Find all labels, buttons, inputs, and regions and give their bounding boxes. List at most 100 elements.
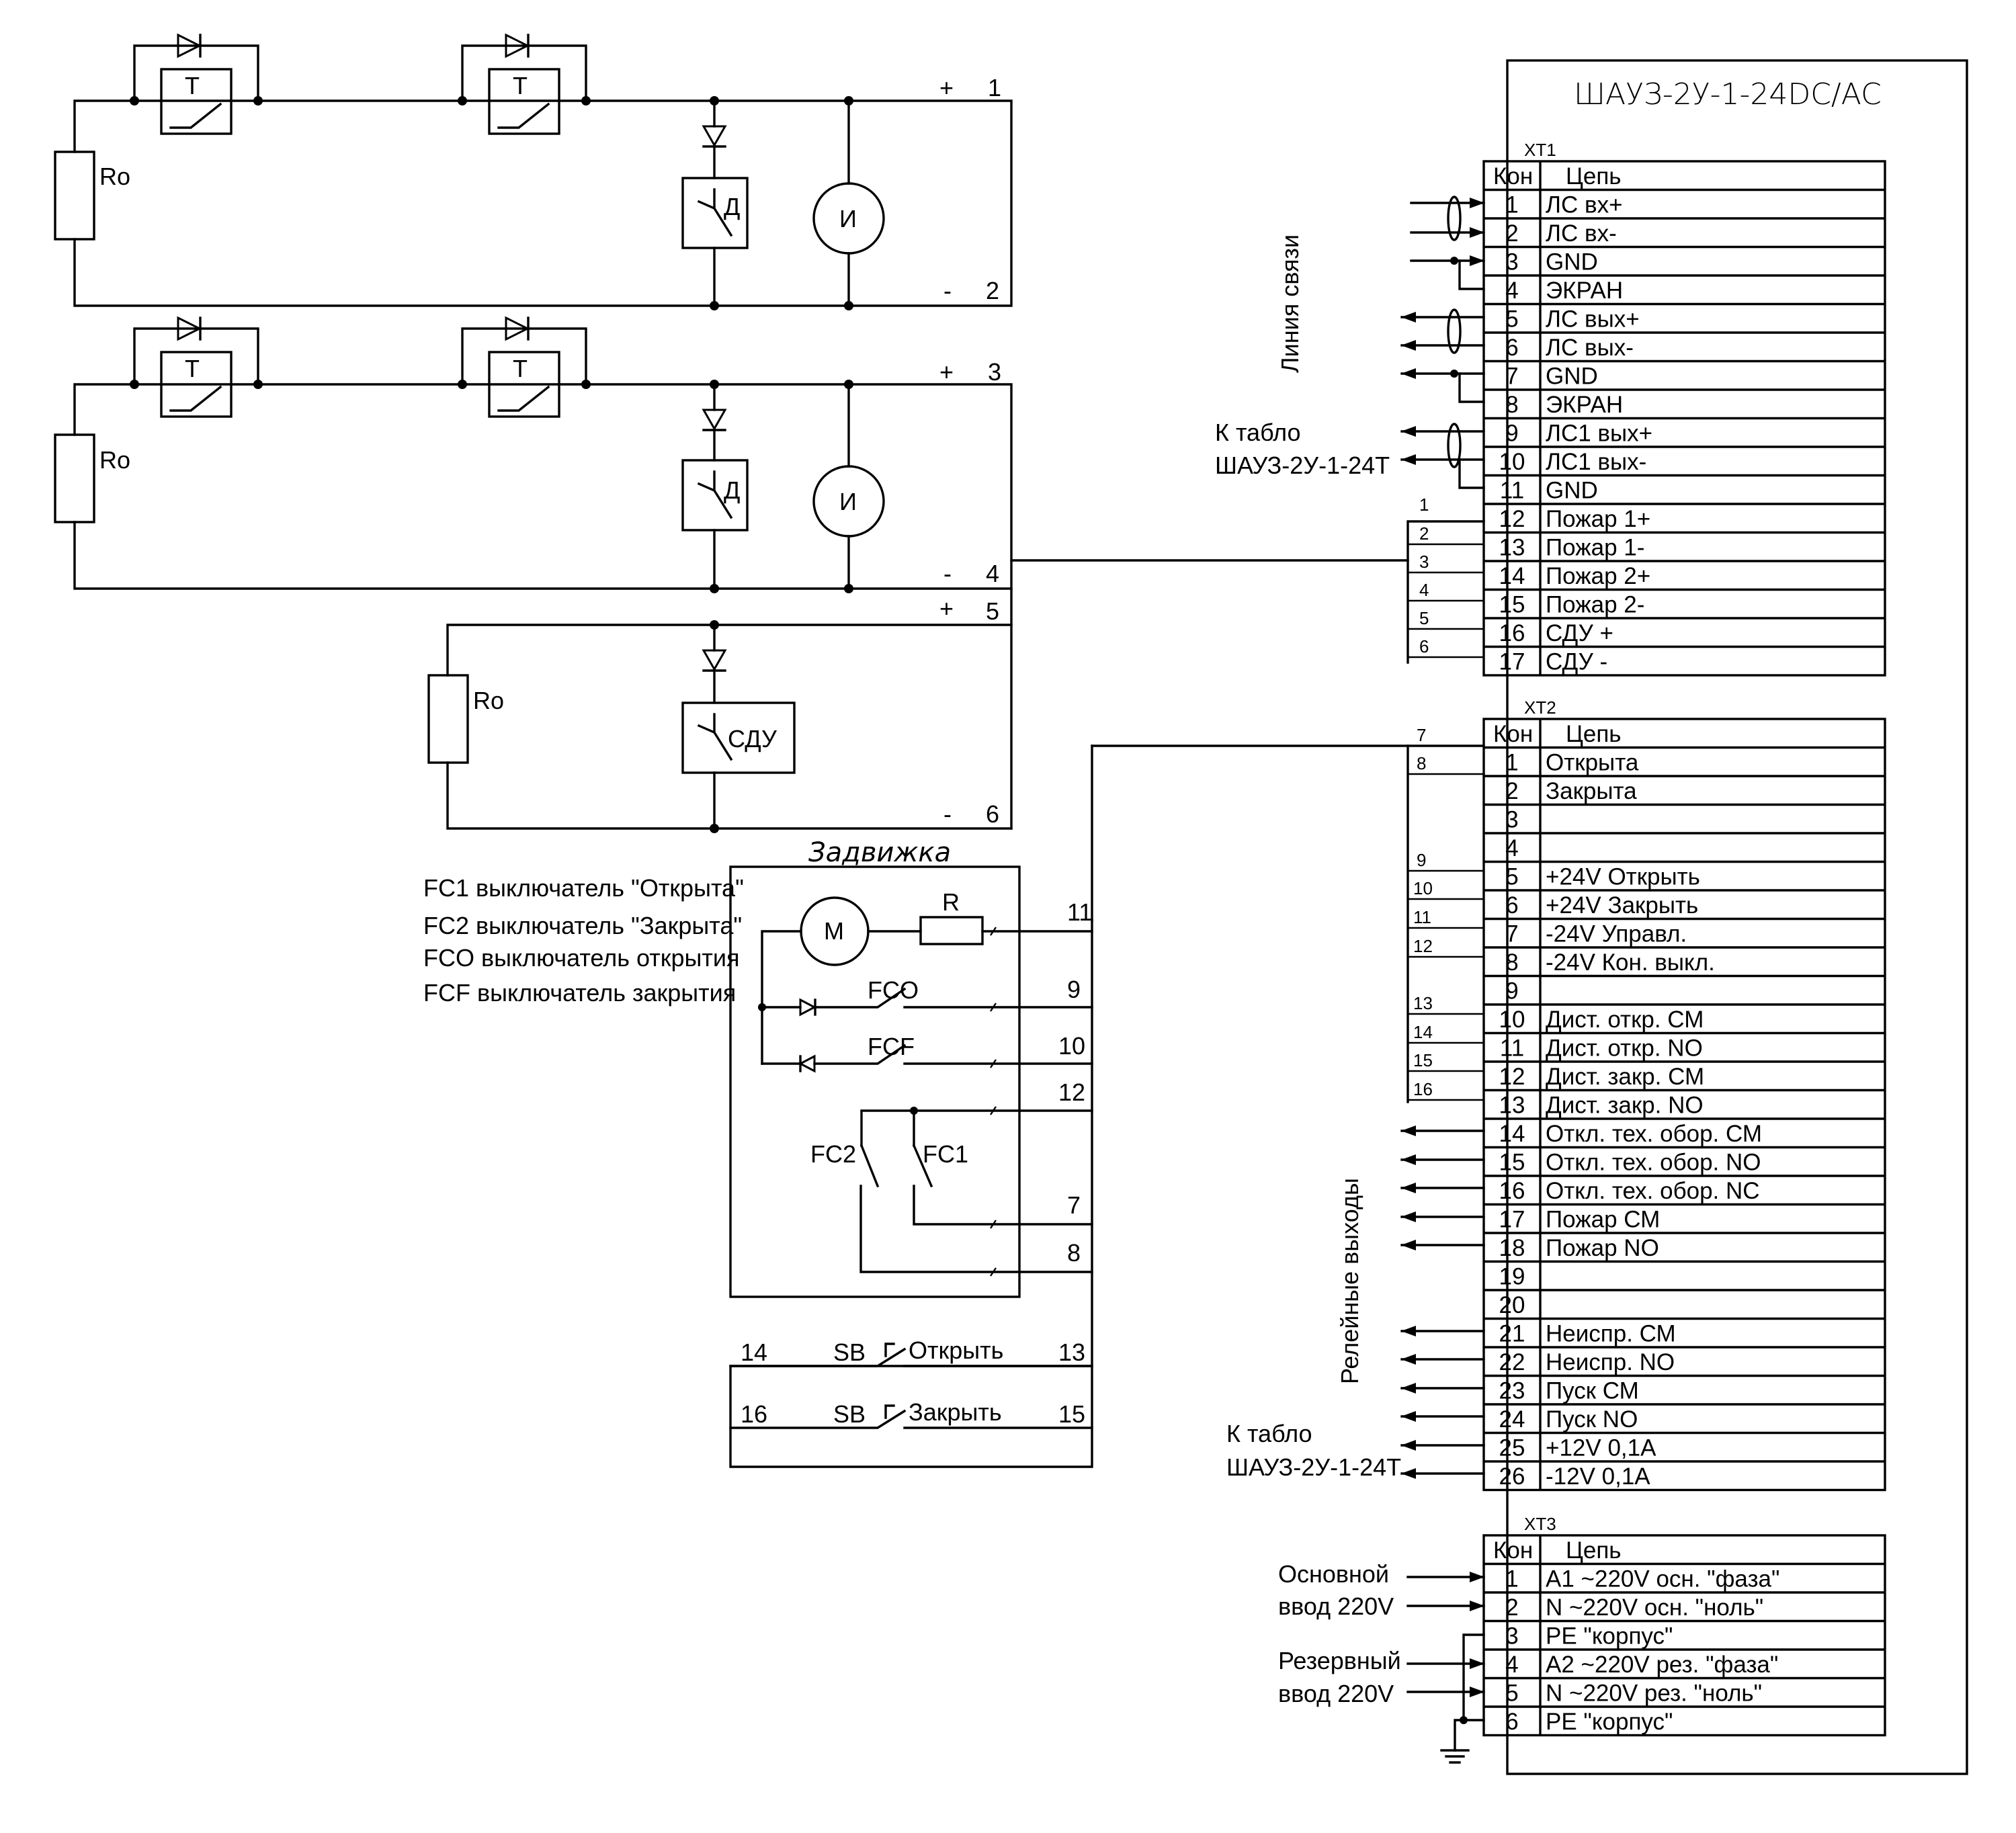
panel-model-label-1: ШАУЗ-2У-1-24Т [1215, 452, 1390, 479]
valve-terminal: 12 [1058, 1078, 1085, 1106]
sdu-loop: Ro СДУ + 5 - 6 [427, 587, 1013, 833]
valve-terminal: 11 [1067, 898, 1092, 926]
terminal-number: 4 [1505, 835, 1518, 861]
terminal-number: 20 [1499, 1292, 1525, 1318]
manual-label: И [839, 205, 857, 232]
terminal-circuit: A2 ~220V рез. "фаза" [1546, 1652, 1778, 1678]
terminal-number: 25 [1499, 1435, 1525, 1461]
terminal-number: 16 [1499, 620, 1525, 646]
terminal-circuit: -24V Управл. [1546, 921, 1687, 947]
link-number: 2 [1419, 523, 1429, 544]
link-number: 16 [1413, 1079, 1433, 1099]
plus-sign: + [939, 358, 954, 386]
terminal-number: 7 [1505, 921, 1518, 947]
fcf-label: FCF [868, 1033, 915, 1060]
loop-terminal-2: 2 [986, 277, 999, 304]
loop-terminal-3: 3 [988, 358, 1001, 386]
terminal-circuit: ЛС вх- [1546, 220, 1617, 247]
terminal-circuit: Дист. закр. NO [1546, 1093, 1704, 1119]
ro-label-1: Ro [99, 163, 130, 190]
link-number: 8 [1417, 753, 1426, 773]
valve-terminal: 8 [1067, 1239, 1081, 1267]
header-cep: Цепь [1566, 163, 1622, 189]
terminal-circuit: Дист. откр. СМ [1546, 1007, 1704, 1033]
valve-title: Задвижка [808, 837, 951, 868]
button-terminal: 13 [1058, 1338, 1085, 1366]
terminal-number: 8 [1505, 949, 1518, 976]
loop-terminal-6: 6 [986, 800, 999, 828]
manual-call-point-1 [812, 182, 885, 255]
terminal-circuit: Неиспр. NO [1546, 1349, 1675, 1375]
header-kon: Кон [1493, 163, 1533, 189]
terminal-circuit: Пожар СМ [1546, 1207, 1660, 1233]
terminal-number: 2 [1505, 220, 1518, 247]
terminal-circuit: Пуск СМ [1546, 1378, 1639, 1404]
legend-fco: FCO выключатель открытия [423, 944, 739, 972]
terminal-circuit: Дист. откр. NO [1546, 1035, 1703, 1062]
terminal-circuit: -12V 0,1A [1546, 1463, 1650, 1490]
block-name: XT2 [1524, 697, 1556, 718]
terminal-circuit: Дист. закр. СМ [1546, 1064, 1704, 1090]
valve-terminal: 10 [1058, 1032, 1085, 1060]
thermal-label: Т [185, 355, 200, 382]
terminal-number: 2 [1505, 1594, 1518, 1621]
terminal-number: 14 [1499, 1121, 1525, 1147]
terminal-circuit: Пожар 1+ [1546, 506, 1650, 532]
fc1-label: FC1 [923, 1140, 968, 1168]
terminal-circuit: ЛС вых- [1546, 335, 1634, 361]
link-number: 7 [1417, 725, 1426, 745]
terminal-circuit: СДУ - [1546, 649, 1607, 675]
terminal-number: 26 [1499, 1463, 1525, 1490]
terminal-number: 17 [1499, 649, 1525, 675]
plus-sign: + [939, 74, 954, 101]
minus-sign: - [943, 560, 952, 587]
ro-label-3: Ro [473, 687, 504, 714]
valve-terminal: 9 [1067, 976, 1081, 1003]
reserve-input-label-2: ввод 220V [1278, 1680, 1394, 1707]
manual-call-point-2 [812, 465, 885, 538]
terminal-number: 5 [1505, 864, 1518, 890]
sb-label: SB [833, 1400, 866, 1428]
terminal-number: 3 [1505, 1623, 1518, 1650]
minus-sign: - [943, 277, 952, 304]
header-kon: Кон [1493, 1537, 1533, 1564]
to-panel-label-2: К табло [1226, 1420, 1312, 1447]
legend-fc2: FC2 выключатель "Закрыта" [423, 912, 742, 939]
link-number: 3 [1419, 552, 1429, 572]
terminal-circuit: Закрыта [1546, 778, 1637, 804]
header-cep: Цепь [1566, 1537, 1622, 1564]
terminal-number: 11 [1500, 1035, 1524, 1062]
terminal-number: 6 [1505, 335, 1518, 361]
plus-sign: + [939, 595, 954, 622]
panel-model-label-2: ШАУЗ-2У-1-24Т [1226, 1453, 1401, 1481]
motor-label: M [824, 917, 844, 945]
terminal-circuit: ЛС1 вых- [1546, 449, 1646, 475]
terminal-number: 10 [1499, 1007, 1525, 1033]
header-kon: Кон [1493, 721, 1533, 747]
terminal-circuit: GND [1546, 478, 1598, 504]
end-resistor-3 [427, 674, 469, 764]
valve-actuator: Задвижка M R FCO FCF FC2 FC1 11 9 10 1 [423, 837, 1093, 1298]
header-cep: Цепь [1566, 721, 1622, 747]
link-number: 15 [1413, 1050, 1433, 1070]
terminal-circuit: ЭКРАН [1546, 278, 1623, 304]
terminal-circuit: PE "корпус" [1546, 1709, 1673, 1735]
sdu-device [681, 701, 796, 774]
terminal-number: 13 [1499, 1093, 1525, 1119]
terminal-circuit: ЛС вых+ [1546, 306, 1640, 333]
end-resistor-2 [54, 433, 95, 523]
block-name: XT3 [1524, 1514, 1556, 1534]
thermal-label: Т [513, 72, 528, 99]
terminal-circuit: ЭКРАН [1546, 392, 1623, 418]
terminal-number: 15 [1499, 592, 1525, 618]
to-panel-label-1: К табло [1215, 419, 1301, 446]
button-terminal: 14 [741, 1338, 767, 1366]
fire-loop-1: Ro Т Т Д И + 1 - 2 [54, 33, 1013, 310]
sb-buttons: SB Открыть 14 13 SB Закрыть 16 15 [729, 1336, 1093, 1429]
device-title: ШАУЗ-2У-1-24DC/AC [1574, 77, 1882, 112]
terminal-circuit: N ~220V рез. "ноль" [1546, 1680, 1762, 1707]
terminal-circuit: Откл. тех. обор. NO [1546, 1150, 1761, 1176]
open-button-label: Открыть [909, 1336, 1003, 1364]
